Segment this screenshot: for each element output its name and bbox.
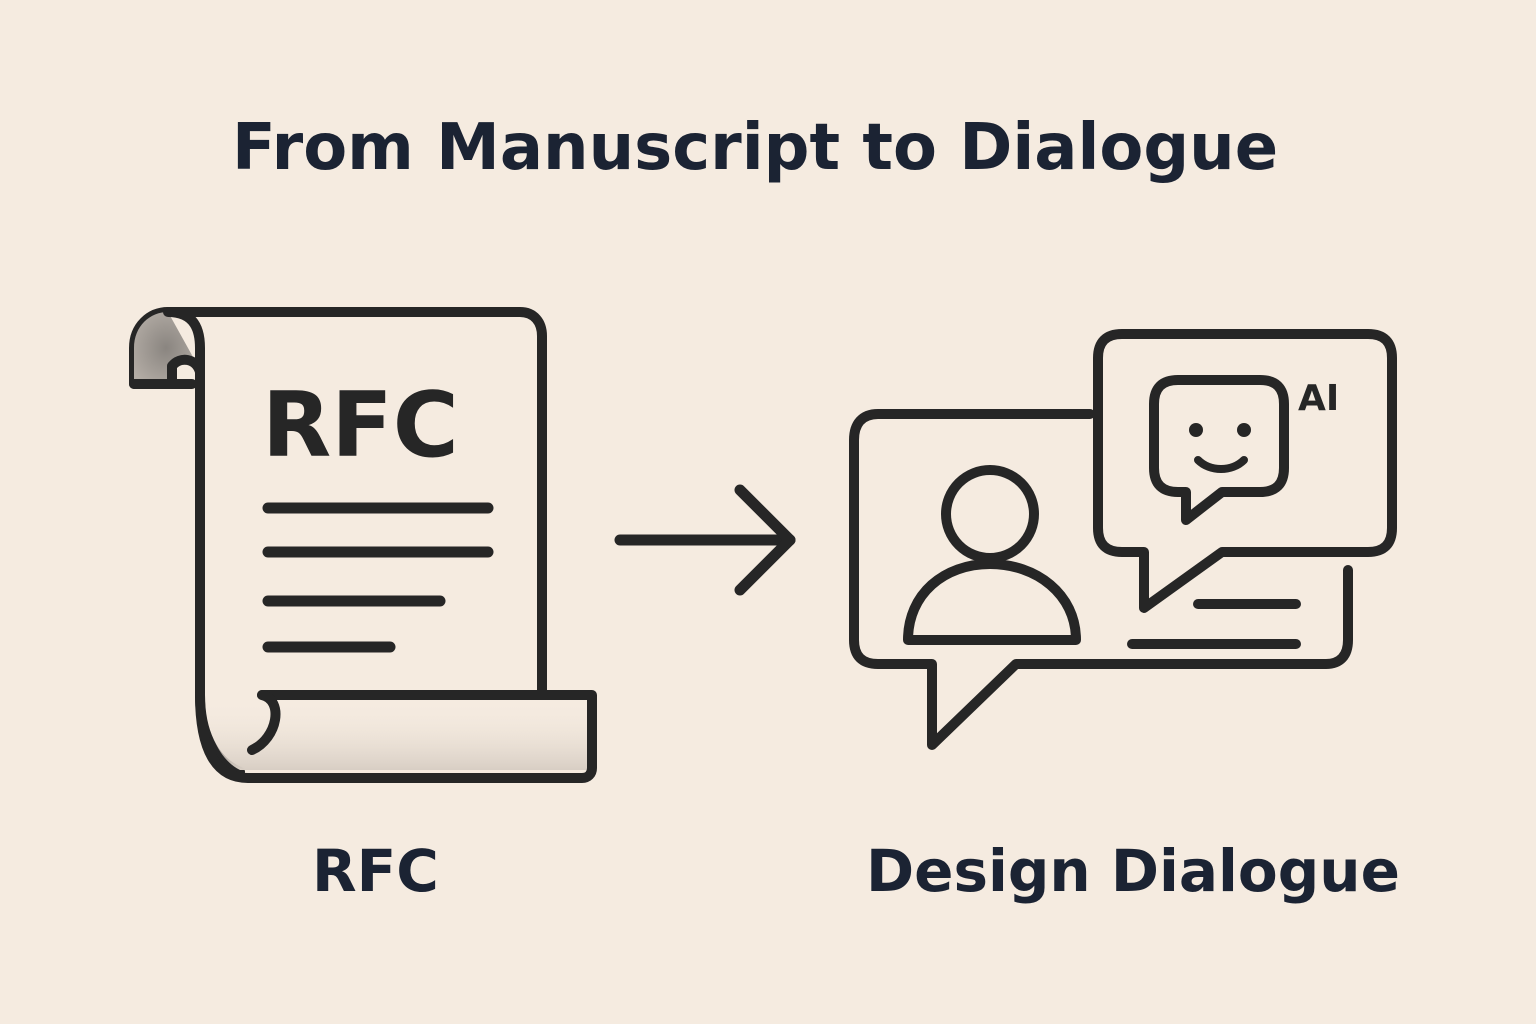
ai-chat-bubble-icon: AI (1093, 329, 1397, 613)
ai-label: AI (1298, 378, 1339, 419)
smiley-icon (1149, 375, 1289, 525)
diagram-title: From Manuscript to Dialogue (232, 111, 1279, 185)
user-icon (903, 465, 1081, 645)
right-arrow-icon (614, 484, 796, 596)
scroll-document-icon: RFC (129, 307, 597, 783)
design-dialogue-caption: Design Dialogue (866, 837, 1400, 905)
rfc-caption: RFC (312, 837, 439, 905)
scroll-rfc-label: RFC (262, 373, 459, 478)
chat-bubble-icon (849, 409, 1353, 750)
